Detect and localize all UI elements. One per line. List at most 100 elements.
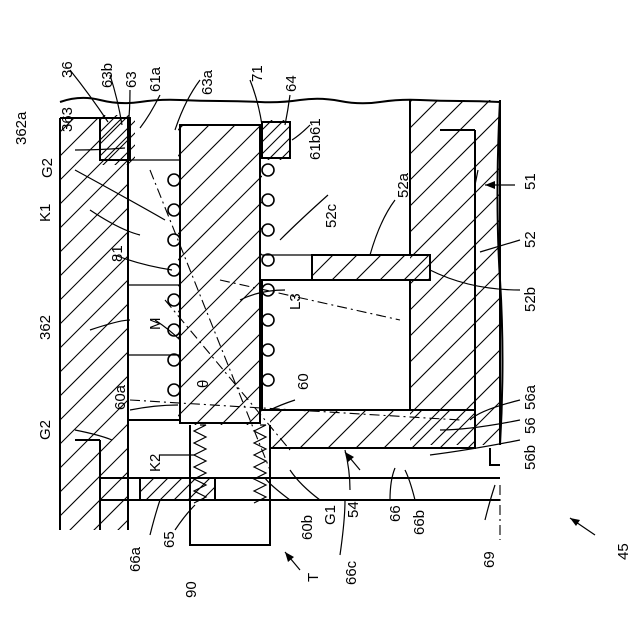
screw-90 bbox=[0, 0, 640, 600]
leader-lines bbox=[70, 70, 520, 555]
spring-coil bbox=[262, 164, 274, 176]
hatch-line bbox=[44, 0, 640, 600]
pin-71 bbox=[0, 0, 640, 600]
label-90: 90 bbox=[183, 581, 200, 598]
hatch-line bbox=[108, 0, 640, 600]
label-54: 54 bbox=[345, 501, 362, 518]
spring-coil bbox=[168, 204, 180, 216]
hatch-line bbox=[0, 0, 544, 600]
label-66a: 66a bbox=[127, 546, 144, 572]
label-61b: 61b bbox=[307, 135, 324, 160]
hatch-line bbox=[104, 0, 640, 600]
hatch-line bbox=[0, 0, 282, 600]
label-K2: K2 bbox=[147, 454, 164, 472]
hatch-line bbox=[0, 0, 124, 600]
hatch-line bbox=[168, 0, 640, 600]
hatch-line bbox=[552, 0, 640, 600]
label-66c: 66c bbox=[343, 560, 360, 585]
hatch-line bbox=[0, 0, 368, 600]
hatch-line bbox=[0, 0, 548, 600]
label-60b: 60b bbox=[299, 515, 316, 540]
hatch-line bbox=[400, 0, 640, 600]
spring-coil bbox=[262, 314, 274, 326]
label-K1: K1 bbox=[37, 204, 54, 222]
hatch-line bbox=[0, 0, 512, 600]
hatch-line bbox=[112, 0, 640, 600]
hatch-line bbox=[0, 0, 288, 600]
hatch-line bbox=[0, 0, 96, 600]
hatch-line bbox=[0, 0, 506, 600]
hatch-line bbox=[562, 0, 640, 600]
label-G2-bottom: G2 bbox=[37, 420, 54, 440]
hatch-line bbox=[0, 0, 48, 600]
hatch-line bbox=[0, 0, 264, 600]
hatch-line bbox=[480, 0, 640, 600]
hatch-line bbox=[260, 0, 640, 600]
hatch-line bbox=[600, 0, 640, 600]
hatch-line bbox=[8, 0, 608, 600]
hatch-line bbox=[492, 0, 640, 600]
spring-coil bbox=[168, 174, 180, 186]
hatch-line bbox=[116, 0, 640, 600]
label-64: 64 bbox=[283, 75, 300, 92]
hatch-line bbox=[0, 0, 364, 600]
hatch-line bbox=[484, 0, 640, 600]
hatch-line bbox=[456, 0, 640, 600]
hatch-line bbox=[0, 0, 142, 600]
label-52a: 52a bbox=[395, 172, 412, 198]
hatch-line bbox=[0, 0, 552, 600]
hatch-line bbox=[332, 0, 640, 600]
hatch-line bbox=[528, 0, 640, 600]
hatch-line bbox=[0, 0, 114, 600]
hatch-line bbox=[260, 0, 640, 600]
hatch-line bbox=[176, 0, 640, 600]
hatch-line bbox=[0, 0, 450, 600]
hatch-line bbox=[0, 0, 516, 600]
hatch-line bbox=[0, 0, 532, 600]
hatch-line bbox=[0, 0, 434, 600]
label-T: T bbox=[305, 573, 322, 582]
hatch-line bbox=[0, 0, 112, 600]
hatch-line bbox=[0, 0, 72, 600]
hatch-line bbox=[0, 0, 128, 600]
hatch-line bbox=[0, 0, 552, 600]
hatch-line bbox=[288, 0, 640, 600]
hatch-line bbox=[0, 0, 372, 600]
hatch-line bbox=[0, 0, 448, 600]
hatch-line bbox=[0, 0, 160, 600]
hatch-line bbox=[0, 0, 548, 600]
hatch-line bbox=[568, 0, 640, 600]
hatch-line bbox=[0, 0, 136, 600]
label-52c: 52c bbox=[323, 203, 340, 228]
hatch-line bbox=[614, 0, 640, 600]
label-56: 56 bbox=[522, 417, 539, 434]
label-G1: G1 bbox=[322, 505, 339, 525]
centerlines bbox=[130, 170, 500, 540]
hatch-line bbox=[396, 0, 640, 600]
hatch-line bbox=[0, 0, 512, 600]
plate-63 bbox=[0, 0, 640, 600]
hatch-line bbox=[0, 0, 292, 600]
hatch-line bbox=[42, 0, 640, 600]
hatch-line bbox=[0, 0, 534, 600]
hatch-line bbox=[120, 0, 640, 600]
hatch-line bbox=[120, 0, 640, 600]
hatch-line bbox=[288, 0, 640, 600]
hatch-line bbox=[0, 0, 24, 600]
hatch-line bbox=[324, 0, 640, 600]
hatch-line bbox=[0, 0, 280, 600]
hatch-line bbox=[0, 0, 476, 600]
label-362: 362 bbox=[37, 315, 54, 340]
label-363: 363 bbox=[59, 107, 76, 132]
label-63b: 63b bbox=[99, 63, 116, 88]
hatch-line bbox=[0, 0, 226, 600]
spring-coil bbox=[262, 254, 274, 266]
hatch-line bbox=[456, 0, 640, 600]
label-L3: L3 bbox=[287, 293, 304, 310]
label-65: 65 bbox=[161, 531, 178, 548]
label-G2-top: G2 bbox=[39, 158, 56, 178]
hatch-line bbox=[102, 0, 640, 600]
hatch-line bbox=[0, 0, 516, 600]
hatch-line bbox=[540, 0, 640, 600]
hatch-line bbox=[536, 0, 640, 600]
